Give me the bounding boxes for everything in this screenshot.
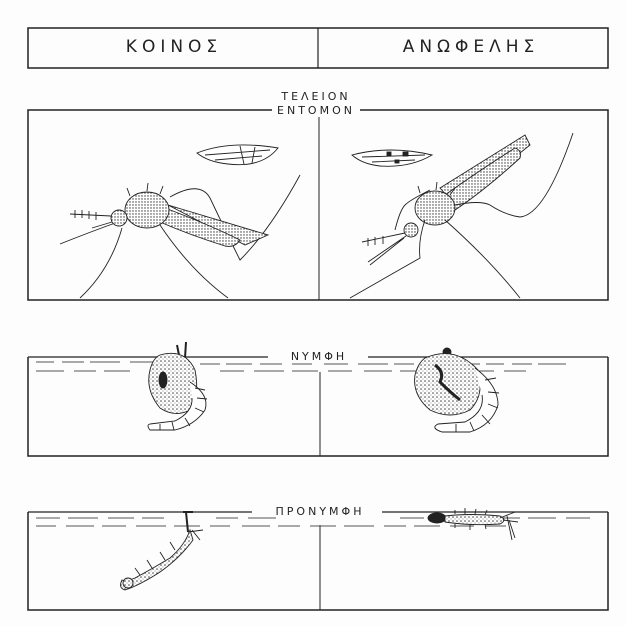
anopheles-adult xyxy=(350,133,573,298)
pupa-label: ΝΥΜΦΗ xyxy=(268,350,370,363)
anopheles-larva xyxy=(428,508,518,540)
anopheles-title: ΑΝΩΦΕΛΗΣ xyxy=(366,37,576,57)
adult-label-line1: ΤΕΛΕΙΟΝ xyxy=(272,90,360,103)
larva-label: ΠΡΟΝΥΜΦΗ xyxy=(254,505,386,518)
pupa-panel xyxy=(28,357,608,456)
anopheles-pupa xyxy=(415,348,499,432)
common-mosquito-title: ΚΟΙΝΟΣ xyxy=(90,37,258,57)
adult-label-line2: ΕΝΤΟΜΟΝ xyxy=(272,104,360,117)
common-mosquito-adult xyxy=(60,145,300,298)
larva-panel xyxy=(28,512,608,610)
common-larva xyxy=(121,512,203,590)
common-pupa xyxy=(148,342,207,430)
